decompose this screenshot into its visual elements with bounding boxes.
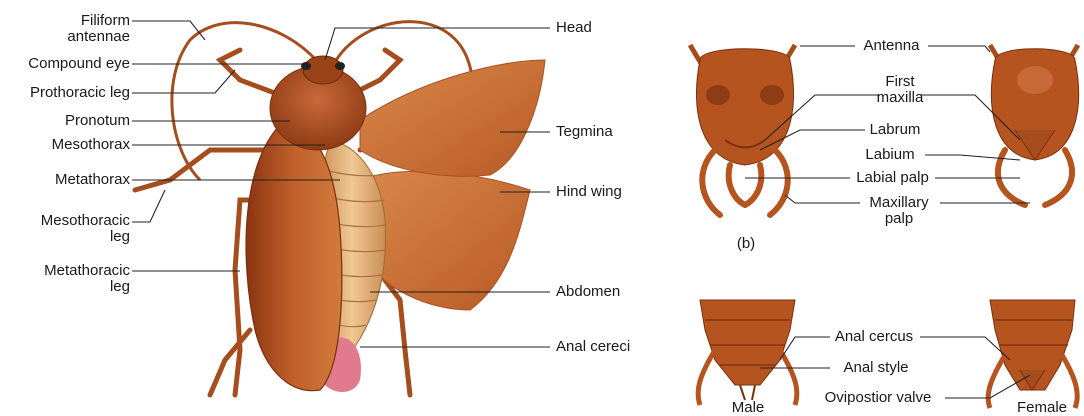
compound-eye-left [301, 62, 311, 70]
label-labium: Labium [855, 147, 925, 163]
label-prothoracic-leg: Prothoracic leg [0, 85, 130, 101]
label-labial-palp: Labial palp [850, 170, 935, 186]
label-antenna: Antenna [855, 38, 928, 54]
tegmina [360, 60, 545, 176]
label-pronotum: Pronotum [0, 113, 130, 129]
label-first-maxilla: First maxilla [860, 74, 940, 106]
compound-eye-right [335, 62, 345, 70]
head-front-view [690, 45, 795, 215]
label-panel-b: (b) [728, 236, 764, 252]
label-metathorax: Metathorax [0, 172, 130, 188]
abdomen-male [698, 300, 797, 405]
label-anal-style: Anal style [832, 360, 920, 376]
label-female: Female [1010, 400, 1074, 416]
label-abdomen: Abdomen [556, 284, 620, 300]
label-mesothorax: Mesothorax [0, 137, 130, 153]
label-filiform-antennae: Filiform antennae [22, 13, 130, 45]
head-back-view [990, 45, 1079, 205]
cockroach-body [135, 22, 545, 395]
label-mesothoracic-leg: Mesothoracic leg [0, 213, 130, 245]
label-metathoracic-leg: Metathoracic leg [0, 263, 130, 295]
label-hind-wing: Hind wing [556, 184, 622, 200]
label-ovipostior-valve: Ovipostior valve [812, 390, 944, 406]
label-tegmina: Tegmina [556, 124, 613, 140]
label-anal-cereci: Anal cereci [556, 339, 630, 355]
label-labrum: Labrum [862, 122, 928, 138]
label-compound-eye: Compound eye [0, 56, 130, 72]
label-maxillary-palp: Maxillary palp [858, 195, 940, 227]
label-anal-cercus: Anal cercus [828, 329, 920, 345]
head [303, 56, 343, 84]
label-male: Male [722, 400, 774, 416]
label-head: Head [556, 20, 592, 36]
